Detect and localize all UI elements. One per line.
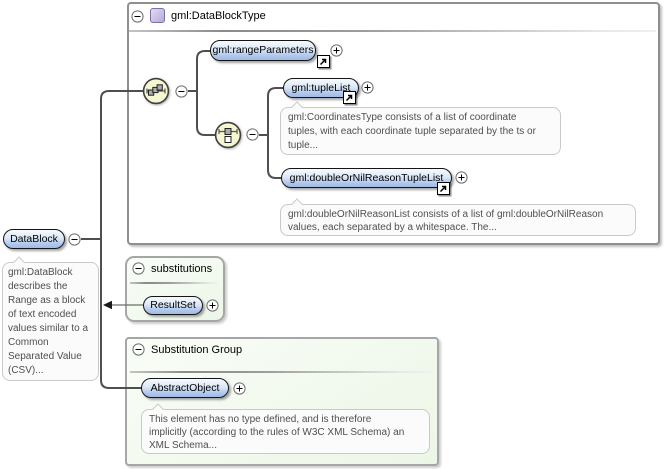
collapse-icon[interactable] <box>68 233 81 246</box>
annotation-text: gml:DataBlock describes the Range as a b… <box>8 267 89 376</box>
substitutions-separator <box>130 282 218 284</box>
reference-arrow-icon[interactable] <box>317 55 330 68</box>
annotation-text: gml:doubleOrNilReasonList consists of a … <box>288 209 604 233</box>
collapse-icon[interactable] <box>131 10 144 23</box>
collapse-icon[interactable] <box>246 128 259 141</box>
collapse-icon[interactable] <box>132 343 145 356</box>
substitution-group-title: Substitution Group <box>151 344 243 356</box>
element-AbstractObject[interactable]: AbstractObject <box>141 378 229 398</box>
expand-icon[interactable] <box>455 171 468 184</box>
tupleList-annotation: gml:CoordinatesType consists of a list o… <box>280 101 561 155</box>
reference-arrow-icon[interactable] <box>343 91 356 104</box>
choice-icon[interactable] <box>214 121 242 149</box>
element-DataBlock[interactable]: DataBlock <box>3 229 65 249</box>
collapse-icon[interactable] <box>175 85 188 98</box>
complex-type-icon <box>150 8 165 23</box>
annotation-text: This element has no type defined, and is… <box>149 414 405 451</box>
element-doubleOrNilReasonTupleList[interactable]: gml:doubleOrNilReasonTupleList <box>281 168 452 188</box>
expand-icon[interactable] <box>330 44 343 57</box>
element-ResultSet[interactable]: ResultSet <box>143 296 203 315</box>
expand-icon[interactable] <box>206 299 219 312</box>
type-box-title: gml:DataBlockType <box>171 10 266 22</box>
sequence-icon[interactable] <box>142 77 170 105</box>
collapse-icon[interactable] <box>132 262 145 275</box>
doubleOrNil-annotation: gml:doubleOrNilReasonList consists of a … <box>280 198 636 236</box>
reference-arrow-icon[interactable] <box>437 182 450 195</box>
DataBlock-annotation: gml:DataBlock describes the Range as a b… <box>2 256 99 381</box>
type-box-separator <box>129 30 656 32</box>
expand-icon[interactable] <box>361 81 374 94</box>
AbstractObject-annotation: This element has no type defined, and is… <box>141 403 430 454</box>
substitution-group-separator <box>130 371 433 373</box>
substitutions-title: substitutions <box>151 263 213 275</box>
expand-icon[interactable] <box>233 382 246 395</box>
element-rangeParameters[interactable]: gml:rangeParameters <box>210 40 316 61</box>
element-tupleList[interactable]: gml:tupleList <box>283 78 359 98</box>
annotation-text: gml:CoordinatesType consists of a list o… <box>288 112 536 151</box>
